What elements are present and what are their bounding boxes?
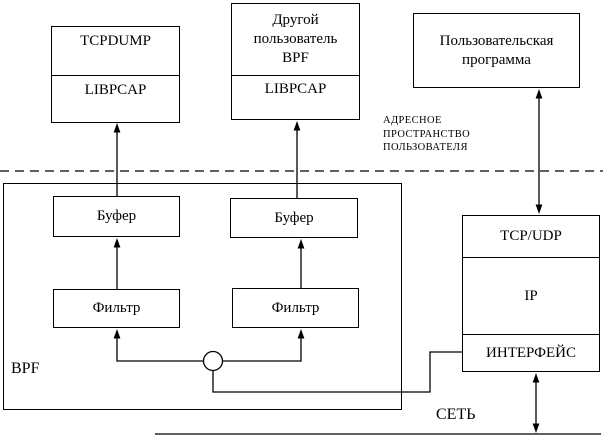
other-bpf-user-label: Другой пользователь BPF xyxy=(253,12,338,66)
tcpdump-box: TCPDUMP LIBPCAP xyxy=(51,26,180,123)
filter2-label: Фильтр xyxy=(271,299,320,316)
arrow-user-program-tcpudp xyxy=(535,89,543,214)
filter2-box: Фильтр xyxy=(232,288,359,328)
other-bpf-user-box: Другой пользователь BPF LIBPCAP xyxy=(231,3,360,120)
bpf-label: BPF xyxy=(11,360,40,377)
buffer2-box: Буфер xyxy=(230,198,358,238)
buffer1-label: Буфер xyxy=(96,208,137,224)
user-program-box: Пользовательская программа xyxy=(413,13,580,88)
filter1-label: Фильтр xyxy=(92,300,141,316)
interface-label: ИНТЕРФЕЙС xyxy=(463,334,599,371)
address-space-label: АДРЕСНОЕ ПРОСТРАНСТВО ПОЛЬЗОВАТЕЛЯ xyxy=(383,115,471,153)
arrow-interface-network xyxy=(532,373,540,433)
tcp-udp-label: TCP/UDP xyxy=(500,228,562,244)
user-program-label: Пользовательская программа xyxy=(439,32,554,68)
tcpdump-label: TCPDUMP xyxy=(80,33,151,49)
libpcap1-label: LIBPCAP xyxy=(52,75,179,122)
bpf-kernel-box xyxy=(3,183,402,410)
filter1-box: Фильтр xyxy=(53,289,180,328)
network-label: СЕТЬ xyxy=(436,406,476,423)
ip-label: IP xyxy=(463,257,599,334)
buffer1-box: Буфер xyxy=(53,196,180,237)
libpcap2-label: LIBPCAP xyxy=(232,75,359,119)
protocol-stack-box: TCP/UDP IP ИНТЕРФЕЙС xyxy=(462,215,600,372)
buffer2-label: Буфер xyxy=(274,209,314,226)
